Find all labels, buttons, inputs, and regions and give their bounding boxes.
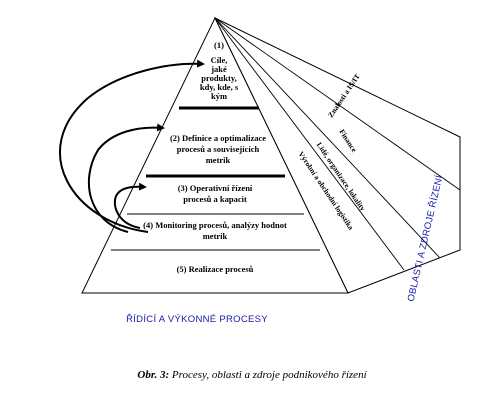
level-2-line-2: procesů a souvisejících <box>177 144 260 154</box>
level-5-line-1: (5) Realizace procesů <box>177 264 254 274</box>
feedback-arrow-to-level-1 <box>59 59 205 233</box>
side-divider-2 <box>214 17 441 259</box>
feedback-arrow-to-level-2 <box>87 123 165 233</box>
level-1-line-3: produkty, <box>201 73 237 83</box>
side-divider-3 <box>214 17 461 191</box>
pyramid-front-face <box>81 16 349 294</box>
level-4-line-2: metrik <box>203 231 228 241</box>
level-3-line-1: (3) Operativní řízení <box>178 183 253 193</box>
level-1-line-2: jaké <box>210 64 227 74</box>
side-divider-1 <box>214 17 405 271</box>
level-1-number: (1) <box>214 40 224 50</box>
level-2-line-3: metrik <box>206 155 231 165</box>
level-4-line-1: (4) Monitoring procesů, analýzy hodnot <box>143 220 287 230</box>
figure-caption: Obr. 3: Procesy, oblasti a zdroje podnik… <box>137 369 367 381</box>
level-2-line-1: (2) Definice a optimalizace <box>170 133 266 143</box>
level-1-line-1: Cíle, <box>211 55 228 65</box>
caption-prefix: Obr. 3: <box>137 369 169 381</box>
level-1-line-4: kdy, kde, s <box>200 82 239 92</box>
level-1-line-5: kým <box>211 91 227 101</box>
level-3-line-2: procesů a kapacit <box>183 194 247 204</box>
processes-label: ŘÍDÍCÍ A VÝKONNÉ PROCESY <box>126 314 268 325</box>
caption-text: Procesy, oblasti a zdroje podnikového ří… <box>169 369 367 381</box>
feedback-arrow-to-level-3 <box>113 182 147 229</box>
